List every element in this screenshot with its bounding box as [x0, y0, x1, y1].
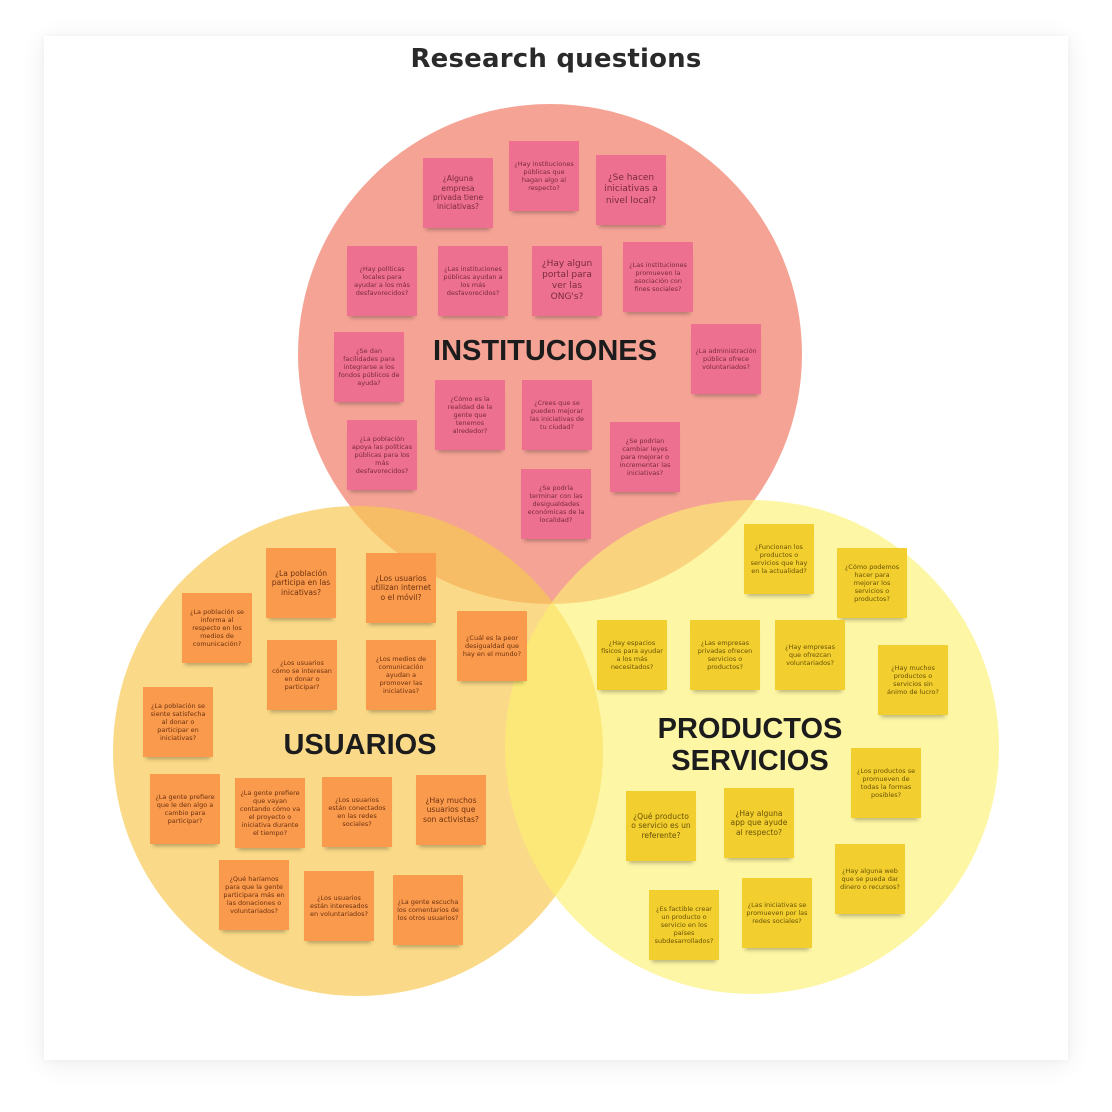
sticky-note[interactable]: ¿La población participa en las inicativa… — [266, 548, 336, 618]
sticky-note[interactable]: ¿Los usuarios están interesados en volun… — [304, 871, 374, 941]
sticky-note[interactable]: ¿Las instituciones promueven la asociaci… — [623, 242, 693, 312]
sticky-note[interactable]: ¿Hay alguna app que ayude al respecto? — [724, 788, 794, 858]
sticky-note[interactable]: ¿Las instituciones públicas ayudan a los… — [438, 246, 508, 316]
sticky-note[interactable]: ¿Los usuarios utilizan internet o el móv… — [366, 553, 436, 623]
sticky-note[interactable]: ¿La gente prefiere que vayan contando có… — [235, 778, 305, 848]
sticky-note[interactable]: ¿Qué producto o servicio es un referente… — [626, 791, 696, 861]
sticky-note[interactable]: ¿Funcionan los productos o servicios que… — [744, 524, 814, 594]
sticky-note[interactable]: ¿Es factible crear un producto o servici… — [649, 890, 719, 960]
sticky-note[interactable]: ¿Los usuarios cómo se interesan en donar… — [267, 640, 337, 710]
sticky-note[interactable]: ¿Hay políticas locales para ayudar a los… — [347, 246, 417, 316]
sticky-note[interactable]: ¿La administración pública ofrece volunt… — [691, 324, 761, 394]
sticky-note[interactable]: ¿Los usuarios están conectados en las re… — [322, 777, 392, 847]
group-label-instituciones: INSTITUCIONES — [433, 335, 657, 367]
sticky-note[interactable]: ¿Los medios de comunicación ayudan a pro… — [366, 640, 436, 710]
sticky-note[interactable]: ¿Se hacen iniciativas a nivel local? — [596, 155, 666, 225]
sticky-note[interactable]: ¿La población se informa al respecto en … — [182, 593, 252, 663]
sticky-note[interactable]: ¿Qué haríamos para que la gente particip… — [219, 860, 289, 930]
sticky-note[interactable]: ¿Cómo es la realidad de la gente que ten… — [435, 380, 505, 450]
sticky-note[interactable]: ¿Alguna empresa privada tiene iniciativa… — [423, 158, 493, 228]
sticky-note[interactable]: ¿Hay muchos productos o servicios sin án… — [878, 645, 948, 715]
group-label-productos-servicios: PRODUCTOS SERVICIOS — [657, 713, 843, 777]
sticky-note[interactable]: ¿Los productos se promueven de todas la … — [851, 748, 921, 818]
board-title: Research questions — [410, 44, 702, 74]
sticky-note[interactable]: ¿Se podría terminar con las desigualdade… — [521, 469, 591, 539]
sticky-note[interactable]: ¿Hay alguna web que se pueda dar dinero … — [835, 844, 905, 914]
sticky-note[interactable]: ¿La gente escucha los comentarios de los… — [393, 875, 463, 945]
sticky-note[interactable]: ¿Cómo podemos hacer para mejorar los ser… — [837, 548, 907, 618]
sticky-note[interactable]: ¿Cuál es la peor desigualdad que hay en … — [457, 611, 527, 681]
sticky-note[interactable]: ¿Hay muchos usuarios que son activistas? — [416, 775, 486, 845]
sticky-note[interactable]: ¿Se podrían cambiar leyes para mejorar o… — [610, 422, 680, 492]
sticky-note[interactable]: ¿Las iniciativas se promueven por las re… — [742, 878, 812, 948]
sticky-note[interactable]: ¿Hay instituciones públicas que hagan al… — [509, 141, 579, 211]
sticky-note[interactable]: ¿La gente prefiere que le den algo a cam… — [150, 774, 220, 844]
sticky-note[interactable]: ¿Crees que se pueden mejorar las iniciat… — [522, 380, 592, 450]
sticky-note[interactable]: ¿Hay algun portal para ver las ONG's? — [532, 246, 602, 316]
sticky-note[interactable]: ¿Hay empresas que ofrezcan voluntariados… — [775, 620, 845, 690]
sticky-note[interactable]: ¿Hay espacios físicos para ayudar a los … — [597, 620, 667, 690]
sticky-note[interactable]: ¿Las empresas privadas ofrecen servicios… — [690, 620, 760, 690]
sticky-note[interactable]: ¿La población se siente satisfecha al do… — [143, 687, 213, 757]
sticky-note[interactable]: ¿Se dan facilidades para integrarse a lo… — [334, 332, 404, 402]
sticky-note[interactable]: ¿La población apoya las políticas públic… — [347, 420, 417, 490]
group-label-usuarios: USUARIOS — [283, 729, 437, 761]
